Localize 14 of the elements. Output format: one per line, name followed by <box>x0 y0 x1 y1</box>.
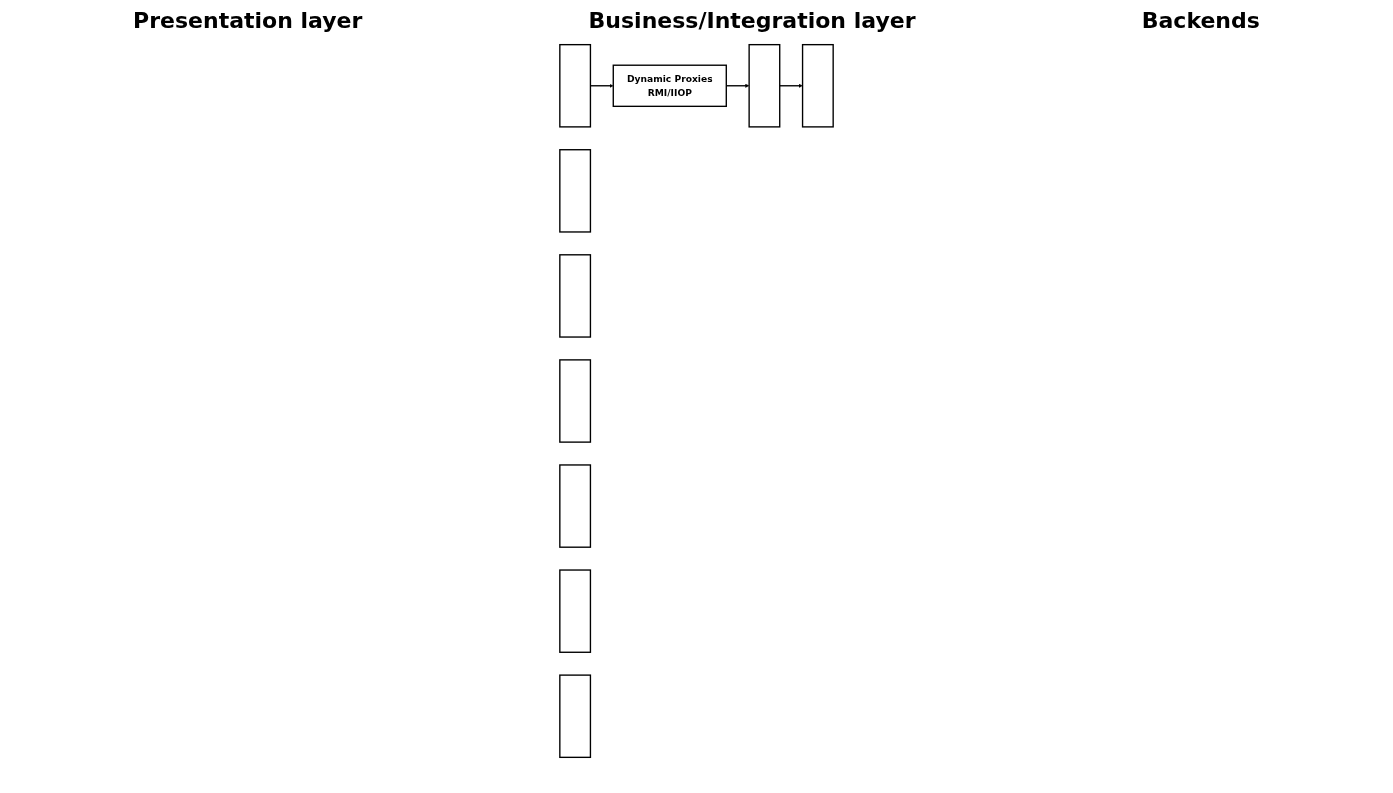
layer-heading: Backends <box>1141 8 1260 33</box>
node-box <box>748 43 781 128</box>
node-box <box>559 149 592 233</box>
layer-heading: Presentation layer <box>133 8 363 33</box>
node-box <box>559 254 592 338</box>
node-box <box>559 43 592 128</box>
node-box <box>559 674 592 759</box>
node-box <box>559 569 592 653</box>
node-box <box>559 464 592 548</box>
layer-heading: Business/Integration layer <box>588 8 916 33</box>
arrow <box>779 83 803 88</box>
node-box: Dynamic Proxies RMI/IIOP <box>612 64 727 107</box>
node-box <box>801 43 834 128</box>
node-box <box>559 359 592 443</box>
